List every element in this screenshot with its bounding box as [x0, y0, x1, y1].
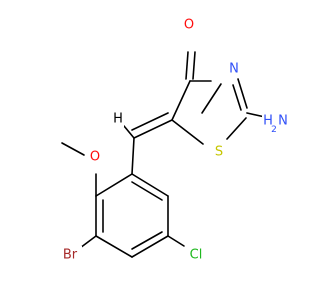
bond-c5-c4	[171, 80, 191, 121]
bond-ar3-br	[79, 235, 97, 249]
atom-amine-group: H N 2	[263, 114, 288, 136]
bond-c4-o	[185, 51, 189, 80]
bond-ar4-ar5	[131, 235, 169, 258]
atom-labels: O N S H N 2 H O Br Cl	[58, 16, 296, 264]
bond-layer	[61, 51, 266, 258]
atom-amine-h: H	[263, 114, 273, 129]
bond-c2-n3	[237, 78, 248, 109]
atom-hydrogen-vinyl: H	[113, 112, 123, 127]
bond-s1-c5	[171, 119, 204, 145]
bond-c5-cexo	[133, 119, 173, 139]
atom-sulfur: S	[215, 145, 223, 160]
atom-chlorine: Cl	[190, 248, 203, 263]
bond-ar4-ar5-inner	[131, 231, 163, 250]
bond-c2-s1	[226, 117, 247, 140]
bond-ar5-cl	[167, 235, 185, 247]
bond-ar6-ar1	[131, 173, 169, 197]
atom-bromine: Br	[63, 248, 78, 263]
bond-cexo-c1ar	[131, 137, 135, 175]
atom-oxygen-carbonyl: O	[184, 18, 194, 33]
bond-c2-n3-double	[232, 84, 242, 111]
bond-ar1-ar2	[95, 173, 133, 197]
atom-amine-sub: 2	[271, 125, 277, 135]
bond-ar3-ar4	[95, 235, 133, 258]
atom-oxygen-methoxy: O	[90, 150, 100, 165]
bond-c5-cexo-double	[131, 112, 169, 131]
atom-nitrogen-ring: N	[229, 62, 239, 77]
molecule-structure: O N S H N 2 H O Br Cl	[58, 16, 296, 264]
atom-amine-n: N	[278, 114, 288, 129]
bond-c4-o-double	[192, 51, 196, 80]
bond-c4-n3	[201, 83, 222, 114]
bond-cexo-h	[123, 125, 135, 139]
bond-o-ch3	[61, 142, 85, 156]
bond-ar6-ar1-inner	[131, 181, 163, 201]
